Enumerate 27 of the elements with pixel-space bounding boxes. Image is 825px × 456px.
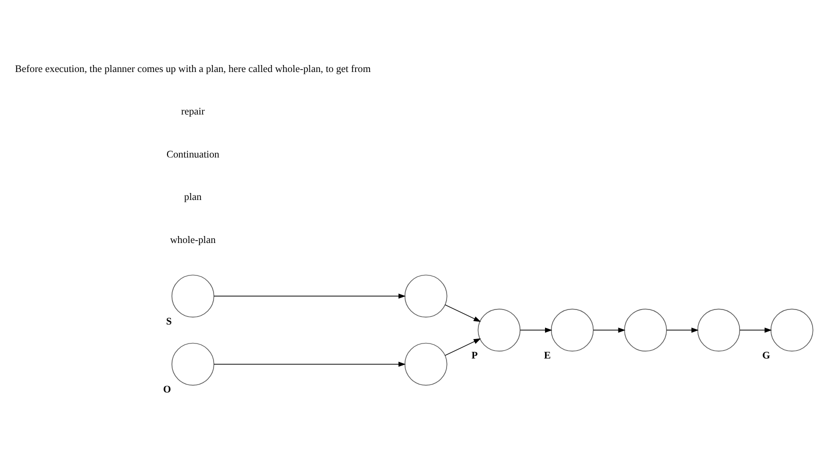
- node-circle: [404, 342, 448, 386]
- node-label: S: [166, 316, 172, 327]
- arrow: [214, 293, 406, 298]
- arrow: [666, 327, 699, 332]
- node-circle: [172, 342, 214, 386]
- node-circle: [770, 308, 814, 352]
- label: repair: [181, 106, 205, 118]
- arrow: [444, 338, 481, 356]
- node-circle: [478, 308, 520, 352]
- arrow: [444, 304, 481, 322]
- arrow: [739, 327, 772, 332]
- node-label: P: [472, 350, 478, 362]
- label: whole-plan: [170, 234, 216, 246]
- node-circle: [697, 308, 740, 352]
- node-label: O: [163, 384, 172, 396]
- arrow: [214, 361, 406, 366]
- node-circle: [172, 274, 214, 317]
- label: plan: [184, 192, 202, 203]
- label: Continuation: [166, 148, 220, 160]
- node-circle: [624, 308, 667, 352]
- node-circle: [550, 308, 594, 352]
- node-label: E: [544, 350, 551, 362]
- label: Before execution, the planner comes up with a plan, here called whole-plan, to get from: [15, 63, 371, 74]
- node-label: G: [762, 350, 770, 362]
- arrow: [520, 327, 552, 332]
- arrow: [593, 327, 626, 332]
- node-circle: [404, 274, 448, 317]
